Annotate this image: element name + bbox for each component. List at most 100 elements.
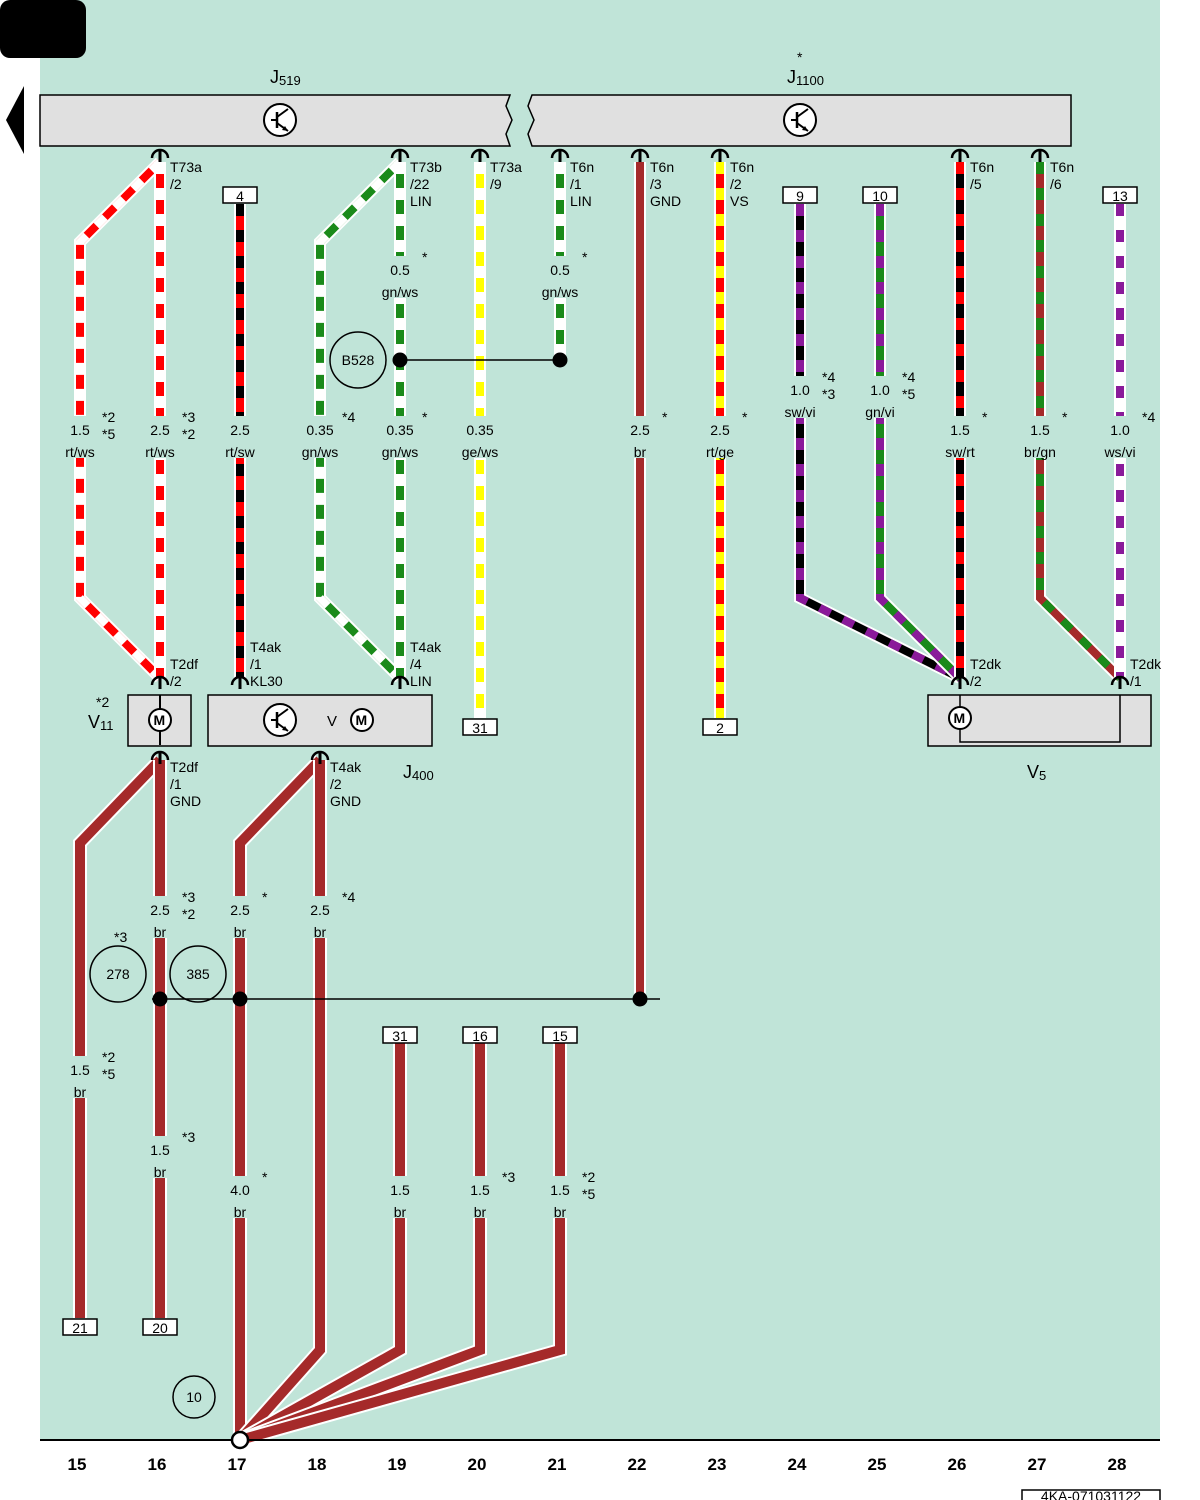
pin-label: T2dk/2 (970, 656, 1002, 689)
svg-text:1.0: 1.0 (870, 382, 890, 398)
svg-text:gn/ws: gn/ws (382, 284, 419, 300)
wire-note: * (582, 249, 588, 265)
diagram-code: 4KA-071031122 (1021, 1488, 1161, 1500)
svg-text:gn/ws: gn/ws (542, 284, 579, 300)
wire-label: 1.5 br *3 (456, 1169, 515, 1220)
column-number: 26 (948, 1455, 967, 1474)
column-number: 20 (468, 1455, 487, 1474)
svg-text:2.5: 2.5 (230, 422, 250, 438)
connector-icon (230, 675, 250, 689)
svg-text:M: M (954, 710, 966, 726)
connector-icon (390, 148, 410, 162)
pin-label: T73a/2 (170, 159, 202, 192)
svg-text:br: br (554, 1204, 567, 1220)
pin-label: T6n/6 (1050, 159, 1074, 192)
wire-note: * (982, 409, 988, 425)
wire-27-br-gn (1034, 162, 1125, 683)
wire-21-br (238, 1043, 567, 1447)
wire-label: 1.0sw/vi*4*3 (776, 369, 835, 420)
wire-24-sw-vi (794, 204, 963, 684)
wire-note: *2*5 (102, 409, 115, 442)
svg-text:20: 20 (152, 1320, 168, 1336)
transistor-icon (263, 703, 297, 737)
connector-icon (390, 675, 410, 689)
svg-text:13: 13 (1112, 188, 1128, 204)
column-number: 21 (548, 1455, 567, 1474)
svg-text:1.0: 1.0 (790, 382, 810, 398)
column-number: 22 (628, 1455, 647, 1474)
pin-label: T6n/5 (970, 159, 994, 192)
svg-text:br: br (474, 1204, 487, 1220)
back-arrow-icon[interactable] (6, 86, 24, 154)
svg-text:0.35: 0.35 (466, 422, 493, 438)
svg-text:br: br (394, 1204, 407, 1220)
svg-text:br: br (634, 444, 647, 460)
wire-note: *3 (502, 1169, 515, 1185)
wire-note: *4 (1142, 409, 1155, 425)
wire-20-br (237, 1043, 487, 1447)
column-number: 15 (68, 1455, 87, 1474)
v5-label: V5 (1027, 762, 1046, 783)
ref-10: 10 (172, 1375, 216, 1419)
svg-text:2: 2 (716, 720, 724, 736)
connector-icon (950, 148, 970, 162)
motor-icon: M (948, 706, 972, 730)
svg-text:2.5: 2.5 (710, 422, 730, 438)
wire-note: *4*3 (822, 369, 835, 402)
connector-icon (150, 675, 170, 689)
svg-text:21: 21 (72, 1320, 88, 1336)
wire-note: *4 (342, 889, 355, 905)
wire-label: 1.5br*2*5 (56, 1049, 115, 1100)
reference-box: 4 (222, 186, 258, 204)
svg-text:gn/ws: gn/ws (302, 444, 339, 460)
svg-text:385: 385 (186, 966, 210, 982)
svg-text:2.5: 2.5 (630, 422, 650, 438)
svg-text:rt/ge: rt/ge (706, 444, 734, 460)
v11-mark: *2 (96, 694, 109, 710)
j400-box (207, 694, 433, 747)
wire-label: 4.0br* (216, 1169, 268, 1220)
splice-dot (552, 352, 568, 368)
svg-text:10: 10 (872, 188, 888, 204)
svg-text:10: 10 (186, 1389, 202, 1405)
svg-text:B528: B528 (342, 352, 375, 368)
svg-text:0.5: 0.5 (390, 262, 410, 278)
svg-text:*3: *3 (114, 929, 127, 945)
reference-box: 31 (382, 1026, 418, 1044)
wire-note: *4 (342, 409, 355, 425)
wire-label: 0.35 gn/ws *4 (296, 409, 355, 460)
wire-note: *3 (182, 1129, 195, 1145)
column-number: 25 (868, 1455, 887, 1474)
motor-icon: M (350, 708, 374, 732)
wire-label: 1.0ws/vi*4 (1096, 409, 1155, 460)
b528-ref: B528 (329, 331, 387, 389)
svg-text:M: M (154, 712, 166, 728)
svg-text:4: 4 (236, 188, 244, 204)
connector-icon (710, 148, 730, 162)
wire-label: 0.5gn/ws* (536, 249, 588, 300)
ground-point (230, 1430, 250, 1450)
svg-text:0.35: 0.35 (306, 422, 333, 438)
wire-note: * (742, 409, 748, 425)
wire-note: * (422, 409, 428, 425)
wire-label: 1.5rt/ws*2*5 (56, 409, 115, 460)
wire-17-br (233, 755, 326, 1440)
column-number: 23 (708, 1455, 727, 1474)
reference-box: 13 (1102, 186, 1138, 204)
column-number: 18 (308, 1455, 327, 1474)
svg-text:ws/vi: ws/vi (1103, 444, 1135, 460)
svg-text:9: 9 (796, 188, 804, 204)
svg-text:1.5: 1.5 (950, 422, 970, 438)
connector-icon (1030, 148, 1050, 162)
svg-text:1.5: 1.5 (1030, 422, 1050, 438)
wire-note: *3*2 (182, 409, 195, 442)
ref-385: 385 (169, 945, 227, 1003)
wire-25-gn-vi (874, 204, 965, 683)
svg-text:1.5: 1.5 (470, 1182, 490, 1198)
